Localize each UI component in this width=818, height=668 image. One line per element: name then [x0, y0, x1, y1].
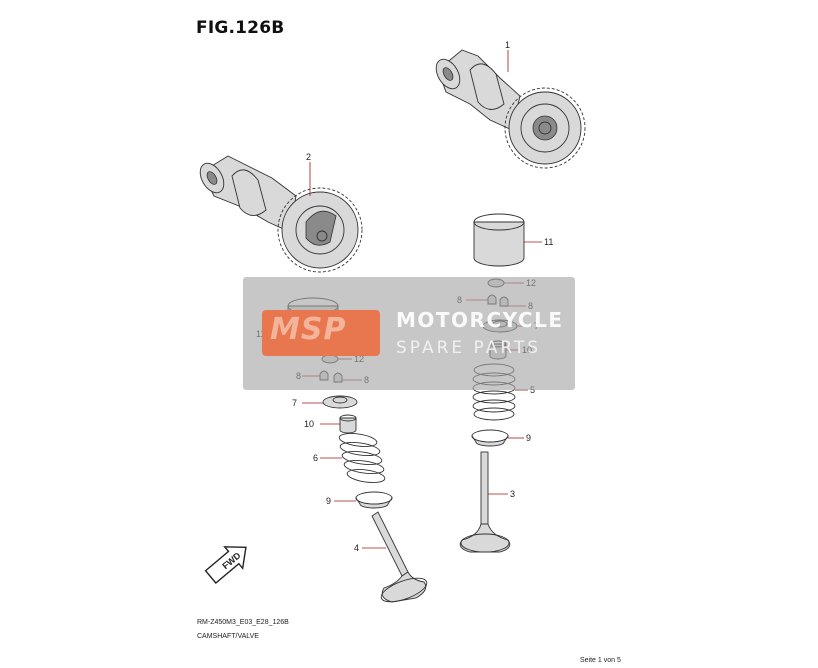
watermark-logo-badge	[262, 310, 380, 356]
callout-4: 4	[354, 543, 359, 553]
callout-5: 5	[530, 385, 535, 395]
callout-3: 3	[510, 489, 515, 499]
valve-seal-left[interactable]	[339, 414, 357, 434]
callout-9-right: 9	[526, 433, 531, 443]
valve-spring-left[interactable]	[338, 431, 386, 484]
watermark-logo: MSP	[270, 312, 347, 347]
callout-6: 6	[313, 453, 318, 463]
spring-seat-right[interactable]	[471, 429, 509, 447]
fwd-direction-arrow: FWD	[204, 546, 247, 584]
intake-valve[interactable]	[371, 511, 430, 607]
exhaust-valve[interactable]	[459, 451, 511, 553]
watermark-line-2: SPARE PARTS	[396, 338, 542, 358]
spring-seat-left[interactable]	[355, 491, 393, 509]
footer-subtitle: CAMSHAFT/VALVE	[197, 633, 259, 640]
camshaft-intake[interactable]	[195, 155, 363, 273]
page-number: Seite 1 von 5	[580, 657, 621, 664]
watermark-line-1: MOTORCYCLE	[396, 308, 564, 332]
footer-code: RM-Z450M3_E03_E28_126B	[197, 619, 289, 626]
callout-11-right: 11	[544, 237, 553, 247]
retainer-left[interactable]	[322, 395, 358, 409]
callout-9-left: 9	[326, 496, 331, 506]
figure-title: FIG.126B	[196, 18, 285, 38]
callout-10-left: 10	[304, 419, 314, 429]
camshaft-exhaust[interactable]	[431, 49, 586, 169]
callout-2: 2	[306, 152, 311, 162]
callout-7-left: 7	[292, 398, 297, 408]
tappet-right[interactable]	[473, 213, 525, 267]
callout-1: 1	[505, 40, 510, 50]
